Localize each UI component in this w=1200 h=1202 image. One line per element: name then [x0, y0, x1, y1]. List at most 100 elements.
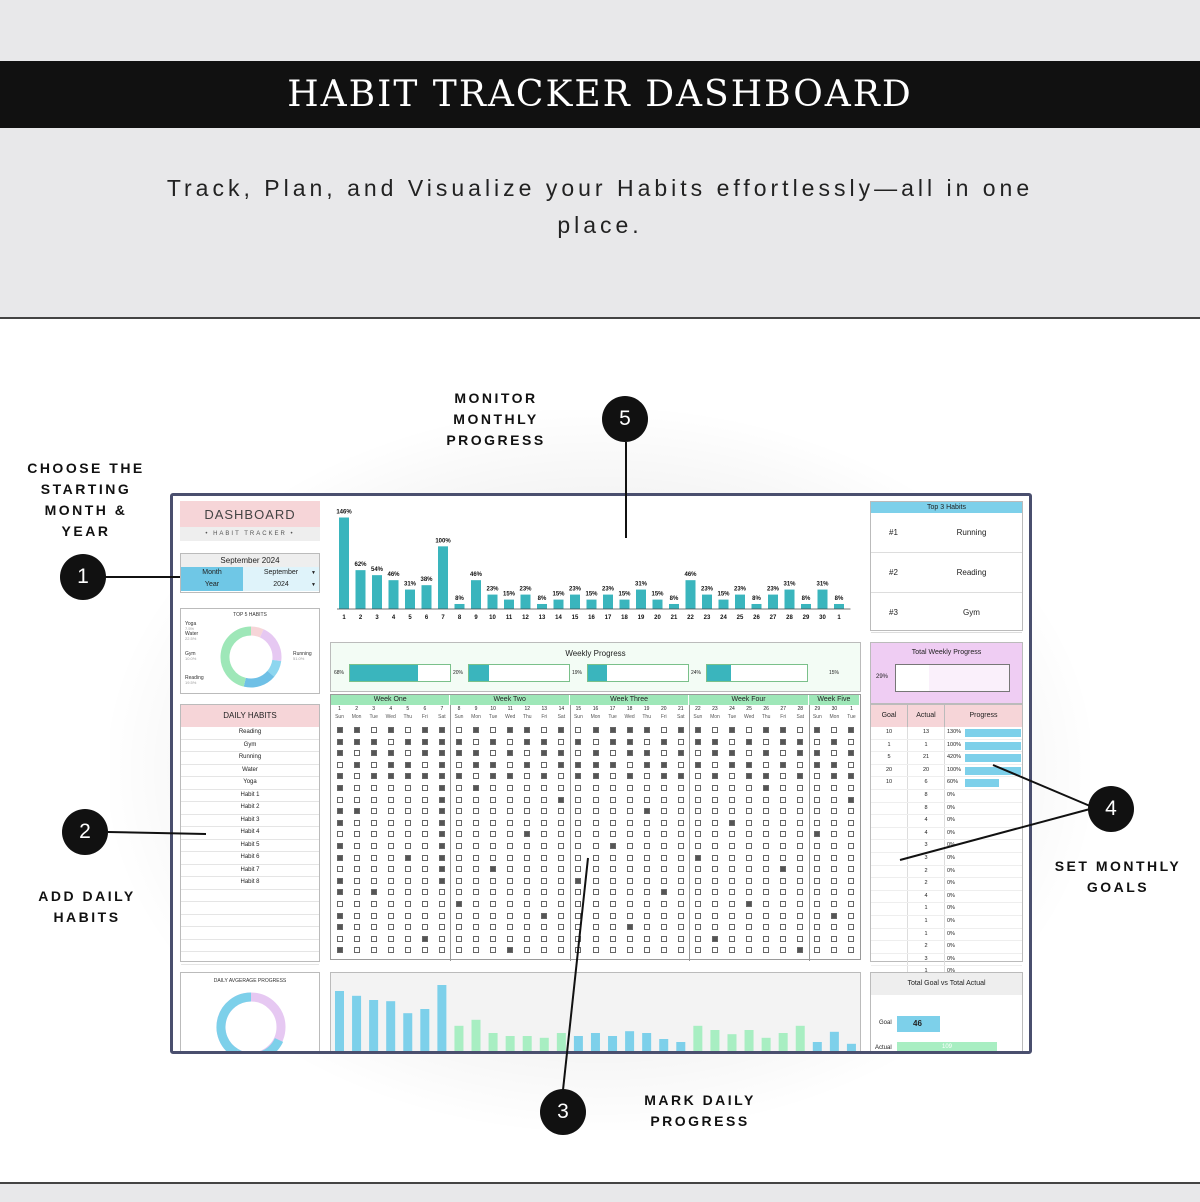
- habit-checkbox[interactable]: [524, 819, 531, 826]
- habit-checkbox[interactable]: [643, 912, 650, 919]
- habit-checkbox[interactable]: [814, 750, 821, 757]
- habit-checkbox[interactable]: [831, 912, 838, 919]
- habit-checkbox[interactable]: [848, 854, 855, 861]
- habit-checkbox[interactable]: [507, 947, 514, 954]
- habit-checkbox[interactable]: [524, 796, 531, 803]
- habit-checkbox[interactable]: [660, 808, 667, 815]
- habit-checkbox[interactable]: [677, 901, 684, 907]
- habit-checkbox[interactable]: [831, 901, 838, 907]
- habit-checkbox[interactable]: [404, 843, 411, 849]
- habit-checkbox[interactable]: [592, 819, 599, 826]
- habit-checkbox[interactable]: [370, 843, 377, 849]
- habit-checkbox[interactable]: [490, 924, 497, 931]
- habit-checkbox[interactable]: [473, 750, 480, 757]
- habit-checkbox[interactable]: [711, 819, 718, 826]
- habit-checkbox[interactable]: [643, 831, 650, 838]
- habit-checkbox[interactable]: [592, 912, 599, 919]
- habit-checkbox[interactable]: [490, 785, 497, 791]
- habit-checkbox[interactable]: [797, 912, 804, 919]
- habit-checkbox[interactable]: [711, 854, 718, 861]
- habit-checkbox[interactable]: [626, 773, 633, 780]
- habit-checkbox[interactable]: [729, 831, 736, 838]
- habit-checkbox[interactable]: [455, 947, 462, 954]
- habit-checkbox[interactable]: [660, 924, 667, 931]
- habit-checkbox[interactable]: [609, 924, 616, 931]
- habit-checkbox[interactable]: [387, 901, 394, 907]
- habit-checkbox[interactable]: [370, 901, 377, 907]
- habit-checkbox[interactable]: [660, 854, 667, 861]
- habit-checkbox[interactable]: [694, 866, 701, 873]
- habit-checkbox[interactable]: [541, 901, 548, 907]
- habit-checkbox[interactable]: [797, 843, 804, 849]
- habit-checkbox[interactable]: [694, 877, 701, 884]
- habit-checkbox[interactable]: [848, 843, 855, 849]
- habit-checkbox[interactable]: [438, 750, 445, 757]
- habit-checkbox[interactable]: [694, 773, 701, 780]
- habit-checkbox[interactable]: [848, 924, 855, 931]
- habit-checkbox[interactable]: [473, 935, 480, 942]
- habit-checkbox[interactable]: [746, 843, 753, 849]
- habit-checkbox[interactable]: [558, 935, 565, 942]
- habit-checkbox[interactable]: [831, 877, 838, 884]
- habit-checkbox[interactable]: [353, 750, 360, 757]
- habit-checkbox[interactable]: [746, 808, 753, 815]
- habit-checkbox[interactable]: [797, 831, 804, 838]
- habit-checkbox[interactable]: [592, 854, 599, 861]
- habit-checkbox[interactable]: [831, 785, 838, 791]
- habit-checkbox[interactable]: [780, 773, 787, 780]
- habit-checkbox[interactable]: [336, 750, 343, 757]
- habit-checkbox[interactable]: [421, 889, 428, 896]
- habit-checkbox[interactable]: [626, 901, 633, 907]
- habit-checkbox[interactable]: [336, 877, 343, 884]
- habit-checkbox[interactable]: [507, 843, 514, 849]
- habit-checkbox[interactable]: [694, 854, 701, 861]
- habit-checkbox[interactable]: [694, 843, 701, 849]
- habit-checkbox[interactable]: [387, 750, 394, 757]
- habit-checkbox[interactable]: [507, 785, 514, 791]
- habit-checkbox[interactable]: [558, 947, 565, 954]
- habit-checkbox[interactable]: [729, 819, 736, 826]
- habit-checkbox[interactable]: [814, 738, 821, 745]
- habit-checkbox[interactable]: [797, 901, 804, 907]
- habit-checkbox[interactable]: [626, 843, 633, 849]
- goal-value[interactable]: [871, 915, 908, 928]
- habit-checkbox[interactable]: [336, 854, 343, 861]
- habit-checkbox[interactable]: [814, 854, 821, 861]
- habit-checkbox[interactable]: [660, 866, 667, 873]
- habit-row[interactable]: [181, 927, 319, 940]
- habit-checkbox[interactable]: [694, 947, 701, 954]
- habit-checkbox[interactable]: [558, 819, 565, 826]
- habit-checkbox[interactable]: [353, 773, 360, 780]
- goal-value[interactable]: [871, 878, 908, 890]
- habit-checkbox[interactable]: [677, 935, 684, 942]
- habit-checkbox[interactable]: [421, 773, 428, 780]
- habit-checkbox[interactable]: [729, 866, 736, 873]
- habit-checkbox[interactable]: [848, 738, 855, 745]
- habit-checkbox[interactable]: [438, 831, 445, 838]
- habit-checkbox[interactable]: [780, 785, 787, 791]
- habit-checkbox[interactable]: [558, 773, 565, 780]
- habit-checkbox[interactable]: [490, 761, 497, 768]
- habit-checkbox[interactable]: [387, 831, 394, 838]
- habit-checkbox[interactable]: [490, 935, 497, 942]
- habit-checkbox[interactable]: [490, 854, 497, 861]
- habit-checkbox[interactable]: [592, 727, 599, 733]
- habit-checkbox[interactable]: [541, 819, 548, 826]
- habit-checkbox[interactable]: [780, 947, 787, 954]
- habit-checkbox[interactable]: [780, 924, 787, 931]
- habit-checkbox[interactable]: [643, 785, 650, 791]
- habit-checkbox[interactable]: [404, 947, 411, 954]
- habit-checkbox[interactable]: [626, 889, 633, 896]
- habit-checkbox[interactable]: [694, 761, 701, 768]
- habit-checkbox[interactable]: [694, 924, 701, 931]
- habit-checkbox[interactable]: [353, 727, 360, 733]
- habit-checkbox[interactable]: [660, 785, 667, 791]
- habit-checkbox[interactable]: [831, 935, 838, 942]
- habit-checkbox[interactable]: [507, 796, 514, 803]
- habit-checkbox[interactable]: [353, 796, 360, 803]
- habit-checkbox[interactable]: [797, 727, 804, 733]
- habit-checkbox[interactable]: [524, 889, 531, 896]
- habit-checkbox[interactable]: [626, 796, 633, 803]
- habit-checkbox[interactable]: [848, 877, 855, 884]
- habit-checkbox[interactable]: [592, 935, 599, 942]
